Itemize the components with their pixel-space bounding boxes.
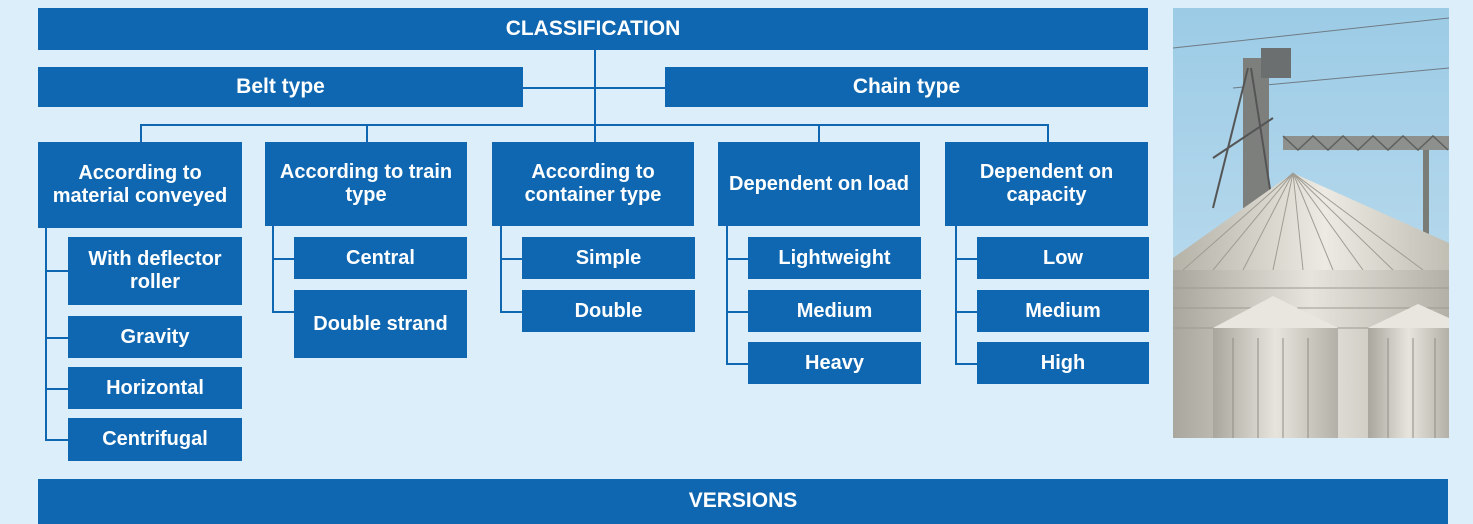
connector bbox=[45, 337, 68, 339]
classification-header: CLASSIFICATION bbox=[38, 8, 1148, 50]
connector bbox=[726, 363, 748, 365]
leaf-medium-capacity: Medium bbox=[977, 290, 1149, 332]
category-dependent-on-load: Dependent on load bbox=[718, 142, 920, 226]
connector bbox=[366, 124, 368, 142]
leaf-with-deflector-roller: With deflector roller bbox=[68, 237, 242, 305]
category-dependent-on-capacity: Dependent on capacity bbox=[945, 142, 1148, 226]
connector bbox=[500, 258, 522, 260]
leaf-medium-load: Medium bbox=[748, 290, 921, 332]
leaf-simple: Simple bbox=[522, 237, 695, 279]
connector bbox=[955, 226, 957, 364]
connector bbox=[500, 311, 522, 313]
leaf-central: Central bbox=[294, 237, 467, 279]
leaf-high: High bbox=[977, 342, 1149, 384]
connector bbox=[594, 124, 596, 142]
belt-type-box: Belt type bbox=[38, 67, 523, 107]
connector bbox=[272, 226, 274, 312]
leaf-centrifugal: Centrifugal bbox=[68, 418, 242, 461]
leaf-lightweight: Lightweight bbox=[748, 237, 921, 279]
connector bbox=[45, 228, 47, 440]
versions-footer: VERSIONS bbox=[38, 479, 1448, 524]
leaf-heavy: Heavy bbox=[748, 342, 921, 384]
connector bbox=[955, 258, 977, 260]
connector bbox=[45, 270, 68, 272]
connector bbox=[726, 226, 728, 364]
leaf-double-strand: Double strand bbox=[294, 290, 467, 358]
connector bbox=[726, 258, 748, 260]
connector bbox=[1047, 124, 1049, 142]
grain-silo-photo bbox=[1173, 8, 1449, 438]
connector bbox=[272, 258, 294, 260]
leaf-gravity: Gravity bbox=[68, 316, 242, 358]
connector bbox=[726, 311, 748, 313]
category-train-type: According to train type bbox=[265, 142, 467, 226]
connector bbox=[272, 311, 294, 313]
connector bbox=[45, 439, 68, 441]
connector bbox=[955, 363, 977, 365]
connector bbox=[45, 388, 68, 390]
silo-illustration bbox=[1173, 8, 1449, 438]
leaf-double: Double bbox=[522, 290, 695, 332]
connector bbox=[523, 87, 665, 89]
connector bbox=[140, 124, 142, 142]
leaf-low: Low bbox=[977, 237, 1149, 279]
connector bbox=[818, 124, 820, 142]
leaf-horizontal: Horizontal bbox=[68, 367, 242, 409]
chain-type-box: Chain type bbox=[665, 67, 1148, 107]
connector bbox=[500, 226, 502, 312]
category-material-conveyed: According to material conveyed bbox=[38, 142, 242, 228]
category-container-type: According to container type bbox=[492, 142, 694, 226]
connector bbox=[955, 311, 977, 313]
